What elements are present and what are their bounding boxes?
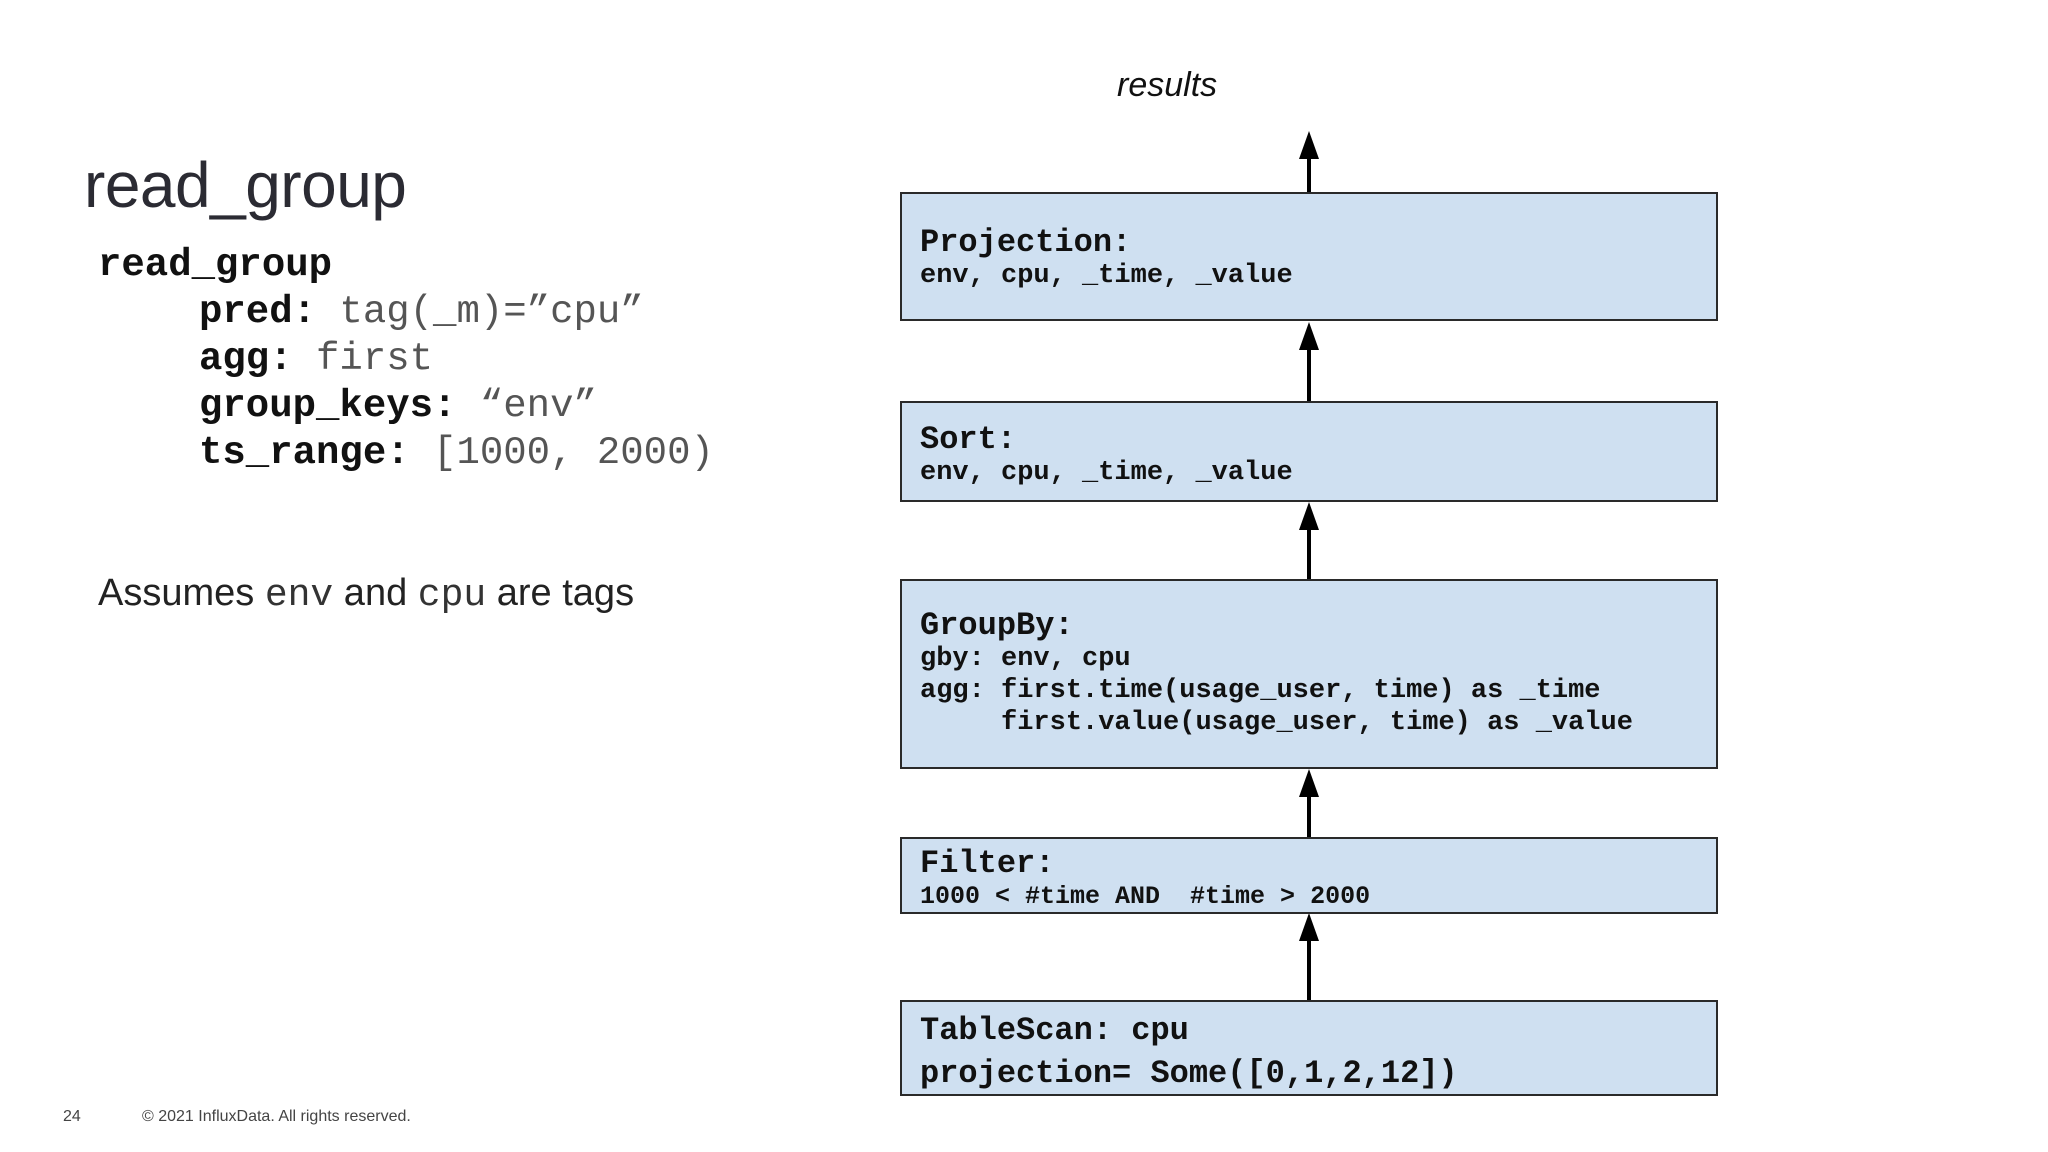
code-group-keys-line: group_keys: “env” bbox=[199, 384, 597, 428]
slide-title: read_group bbox=[84, 149, 407, 221]
arrow-filter-to-groupby bbox=[1299, 769, 1319, 837]
node-groupby-line: gby: env, cpu bbox=[920, 644, 1131, 674]
arrow-groupby-to-sort bbox=[1299, 502, 1319, 579]
code-pred-line: pred: tag(_m)=”cpu” bbox=[199, 290, 644, 334]
node-groupby: GroupBy: gby: env, cpu agg: first.time(u… bbox=[900, 579, 1718, 769]
results-label: results bbox=[1117, 66, 1218, 104]
node-sort-title: Sort: bbox=[920, 421, 1017, 458]
node-sort-line: env, cpu, _time, _value bbox=[920, 458, 1293, 488]
node-groupby-line: agg: first.time(usage_user, time) as _ti… bbox=[920, 676, 1601, 706]
code-agg-line: agg: first bbox=[199, 337, 434, 381]
arrow-tablescan-to-filter bbox=[1299, 913, 1319, 1000]
copyright-text: © 2021 InfluxData. All rights reserved. bbox=[142, 1108, 411, 1125]
assumption-note: Assumes env and cpu are tags bbox=[98, 572, 635, 617]
node-filter-line: 1000 < #time AND #time > 2000 bbox=[920, 882, 1371, 911]
node-tablescan-line: projection= Some([0,1,2,12]) bbox=[920, 1055, 1458, 1092]
code-function-name: read_group bbox=[98, 243, 333, 287]
node-tablescan-title: TableScan: cpu bbox=[920, 1012, 1189, 1049]
node-projection-title: Projection: bbox=[920, 224, 1132, 261]
node-sort: Sort: env, cpu, _time, _value bbox=[900, 401, 1718, 502]
node-groupby-title: GroupBy: bbox=[920, 607, 1074, 644]
node-filter: Filter: 1000 < #time AND #time > 2000 bbox=[900, 837, 1718, 914]
node-tablescan: TableScan: cpu projection= Some([0,1,2,1… bbox=[900, 1000, 1718, 1096]
tag-cpu: cpu bbox=[417, 574, 487, 617]
node-projection-line: env, cpu, _time, _value bbox=[920, 261, 1293, 291]
arrow-to-results bbox=[1299, 131, 1319, 192]
page-number: 24 bbox=[63, 1108, 81, 1125]
node-filter-title: Filter: bbox=[920, 845, 1055, 882]
arrow-sort-to-projection bbox=[1299, 322, 1319, 401]
code-block: read_group pred: tag(_m)=”cpu” agg: firs… bbox=[98, 242, 714, 477]
code-ts-range-line: ts_range: [1000, 2000) bbox=[199, 431, 714, 475]
node-groupby-line: first.value(usage_user, time) as _value bbox=[920, 708, 1633, 738]
node-projection: Projection: env, cpu, _time, _value bbox=[900, 192, 1718, 321]
tag-env: env bbox=[264, 574, 334, 617]
